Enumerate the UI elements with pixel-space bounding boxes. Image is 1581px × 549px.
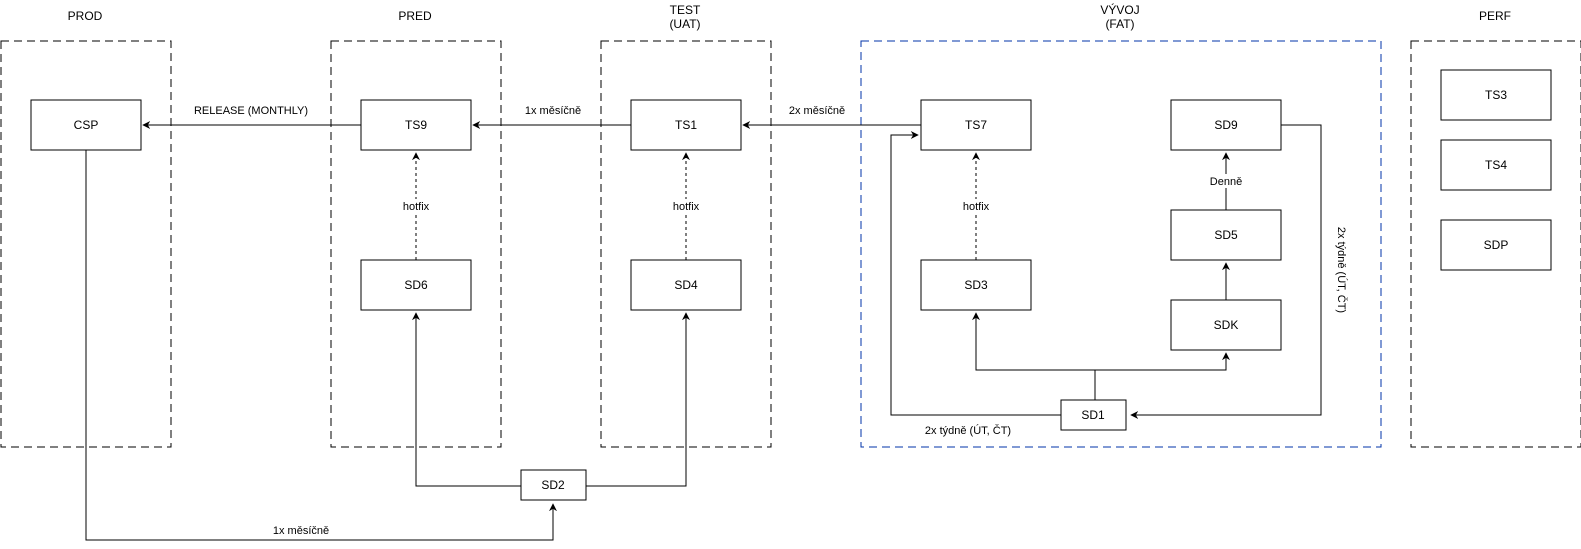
edge-label-csp-sd2: 1x měsíčně — [273, 525, 329, 537]
env-pred-border — [330, 40, 502, 448]
node-ts1-label: TS1 — [675, 118, 697, 132]
node-ts4-label: TS4 — [1485, 158, 1507, 172]
env-pred: PRED — [330, 9, 502, 448]
env-test: TEST (UAT) — [600, 3, 772, 448]
edge-label-release: RELEASE (MONTHLY) — [194, 105, 308, 117]
env-test-title: TEST — [670, 3, 701, 17]
edge-label-ts1-ts9: 1x měsíčně — [525, 105, 581, 117]
edge-sd9-to-sd1 — [1130, 124, 1322, 419]
node-sd2[interactable]: SD2 — [520, 469, 587, 501]
env-prod: PROD — [0, 9, 172, 448]
edge-label-ts7-ts1: 2x měsíčně — [789, 105, 845, 117]
node-sd4[interactable]: SD4 — [630, 259, 742, 311]
edge-sd2-to-sd6 — [412, 312, 521, 487]
edge-sd2-to-sd4 — [586, 312, 690, 487]
env-vyvoj-border — [860, 40, 1382, 448]
node-ts3-label: TS3 — [1485, 88, 1507, 102]
env-prod-title: PROD — [68, 9, 103, 23]
env-perf-title: PERF — [1479, 9, 1511, 23]
edge-label-sd9-sd1: 2x týdně (ÚT, ČT) — [1335, 227, 1348, 313]
node-sdk[interactable]: SDK — [1170, 299, 1282, 351]
node-sd3[interactable]: SD3 — [920, 259, 1032, 311]
node-sd4-label: SD4 — [674, 278, 698, 292]
node-sdp[interactable]: SDP — [1440, 219, 1552, 271]
node-ts1[interactable]: TS1 — [630, 99, 742, 151]
node-ts9-label: TS9 — [405, 118, 427, 132]
edge-label-sd1-ts7: 2x týdně (ÚT, ČT) — [925, 424, 1011, 437]
node-csp-label: CSP — [74, 118, 99, 132]
env-prod-border — [0, 40, 172, 448]
edge-sd1-to-sd3 — [972, 312, 1096, 400]
node-ts4[interactable]: TS4 — [1440, 139, 1552, 191]
env-perf: PERF — [1410, 9, 1581, 448]
env-perf-border — [1410, 40, 1581, 448]
edge-csp-to-sd2 — [85, 150, 557, 541]
node-ts7-label: TS7 — [965, 118, 987, 132]
node-sd9-label: SD9 — [1214, 118, 1238, 132]
node-sd5-label: SD5 — [1214, 228, 1238, 242]
node-sd1-label: SD1 — [1081, 408, 1105, 422]
node-ts9[interactable]: TS9 — [360, 99, 472, 151]
node-sdk-label: SDK — [1214, 318, 1239, 332]
node-sd6-label: SD6 — [404, 278, 428, 292]
node-ts3[interactable]: TS3 — [1440, 69, 1552, 121]
env-pred-title: PRED — [398, 9, 432, 23]
node-csp[interactable]: CSP — [30, 99, 142, 151]
env-vyvoj: VÝVOJ (FAT) — [860, 2, 1382, 448]
env-test-subtitle: (UAT) — [669, 17, 700, 31]
node-sd3-label: SD3 — [964, 278, 988, 292]
env-test-border — [600, 40, 772, 448]
env-vyvoj-subtitle: (FAT) — [1105, 17, 1134, 31]
edge-sd1-to-ts7 — [890, 131, 1061, 416]
edge-sd1-to-sdk — [1095, 352, 1230, 371]
node-sd1[interactable]: SD1 — [1060, 399, 1127, 431]
env-vyvoj-title: VÝVOJ — [1100, 2, 1139, 17]
edge-label-denne: Denně — [1210, 176, 1242, 188]
node-ts7[interactable]: TS7 — [920, 99, 1032, 151]
node-sd2-label: SD2 — [541, 478, 565, 492]
node-sdp-label: SDP — [1484, 238, 1509, 252]
edge-label-hotfix-pred: hotfix — [403, 201, 430, 213]
node-sd9[interactable]: SD9 — [1170, 99, 1282, 151]
node-sd6[interactable]: SD6 — [360, 259, 472, 311]
node-sd5[interactable]: SD5 — [1170, 209, 1282, 261]
edge-label-hotfix-test: hotfix — [673, 201, 700, 213]
edge-label-hotfix-vyvoj: hotfix — [963, 201, 990, 213]
